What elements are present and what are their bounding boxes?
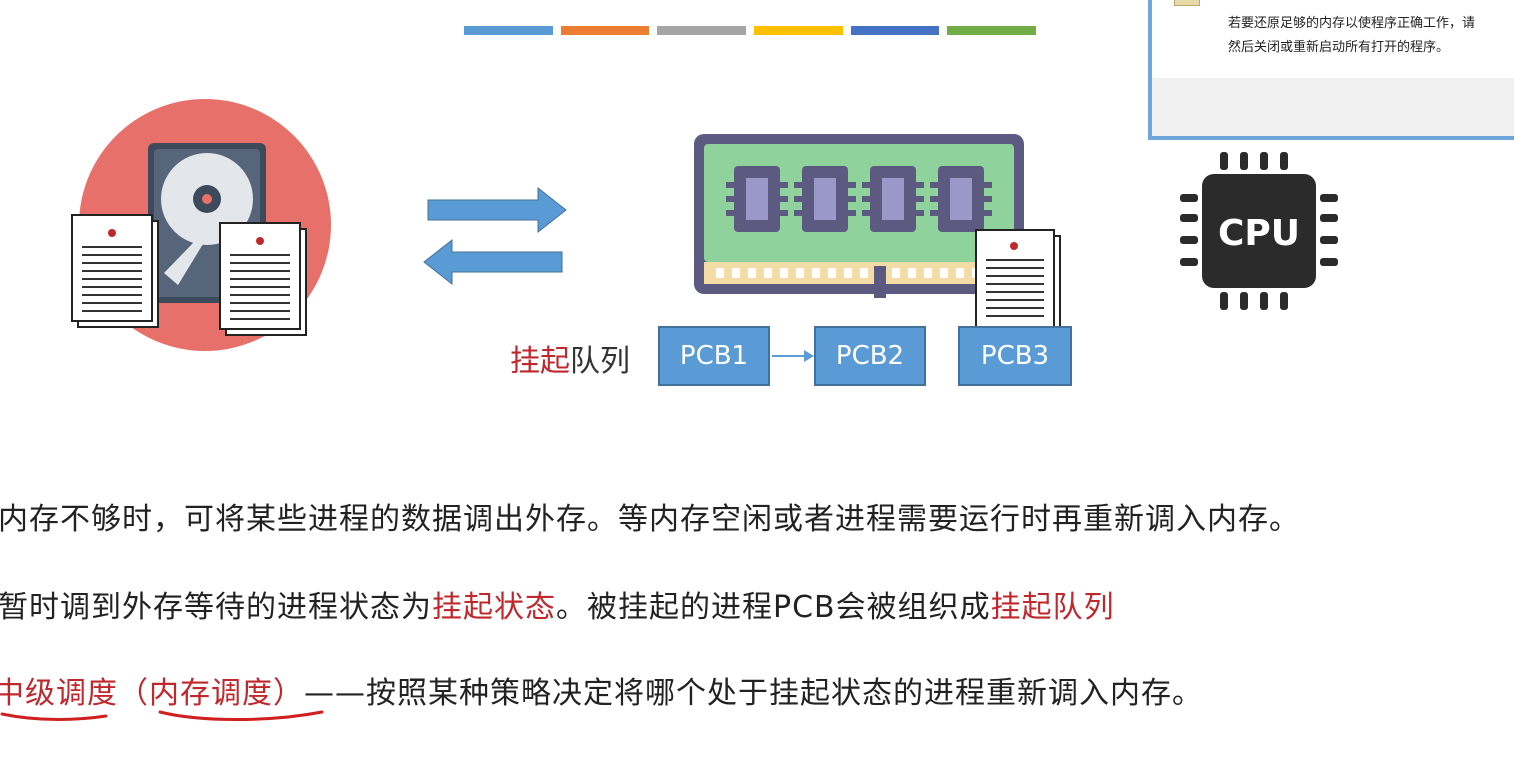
document-icon-right (219, 222, 307, 336)
cpu-chip-icon: CPU (1180, 152, 1338, 310)
dialog-text-line-1: 若要还原足够的内存以使程序正确工作，请 (1228, 16, 1476, 31)
pcb-box-1: PCB1 (658, 326, 770, 386)
dialog-content: 若要还原足够的内存以使程序正确工作，请 然后关闭或重新启动所有打开的程序。 (1152, 0, 1514, 78)
line2-suspend-state: 挂起状态 (432, 590, 556, 625)
ram-module-icon (694, 134, 1024, 298)
warning-icon (1174, 0, 1200, 6)
stripe-gray (657, 26, 747, 35)
line2-part-a: 暂时调到外存等待的进程状态为 (0, 590, 432, 625)
out-of-memory-dialog: 若要还原足够的内存以使程序正确工作，请 然后关闭或重新启动所有打开的程序。 (1148, 0, 1514, 140)
handwritten-underline (0, 710, 324, 721)
line3-medium-scheduling: 中级调度（内存调度） (0, 676, 304, 711)
suspend-queue-label: 挂起队列 (510, 336, 630, 380)
text-line-3: 中级调度（内存调度）——按照某种策略决定将哪个处于挂起状态的进程重新调入内存。 (0, 668, 1203, 712)
swap-arrows-icon (423, 186, 567, 286)
color-stripe-bar (464, 26, 1037, 36)
cpu-label: CPU (1218, 213, 1300, 254)
queue-label-rest: 队列 (570, 344, 630, 379)
pcb-link-arrow (772, 350, 814, 362)
stripe-orange (560, 26, 650, 35)
pcb-box-2: PCB2 (814, 326, 926, 386)
document-icon-left (71, 214, 159, 328)
hard-disk-icon (71, 99, 331, 351)
stripe-blue (464, 26, 553, 35)
line2-suspend-queue: 挂起队列 (990, 590, 1115, 625)
stripe-yellow (754, 26, 843, 35)
text-line-1: 内存不够时，可将某些进程的数据调出外存。等内存空闲或者进程需要运行时再重新调入内… (0, 502, 1300, 537)
stripe-darkblue (850, 26, 940, 35)
pcb-box-3: PCB3 (958, 326, 1072, 386)
queue-label-red: 挂起 (510, 344, 570, 379)
stripe-green (947, 26, 1037, 35)
text-line-2: 暂时调到外存等待的进程状态为挂起状态。被挂起的进程PCB会被组织成挂起队列 (0, 582, 1115, 626)
document-icon-ram (975, 229, 1061, 330)
line3-part-b: ——按照某种策略决定将哪个处于挂起状态的进程重新调入内存。 (304, 676, 1203, 711)
line2-part-c: 。被挂起的进程PCB会被组织成 (556, 590, 991, 625)
dialog-text-line-2: 然后关闭或重新启动所有打开的程序。 (1228, 40, 1450, 55)
